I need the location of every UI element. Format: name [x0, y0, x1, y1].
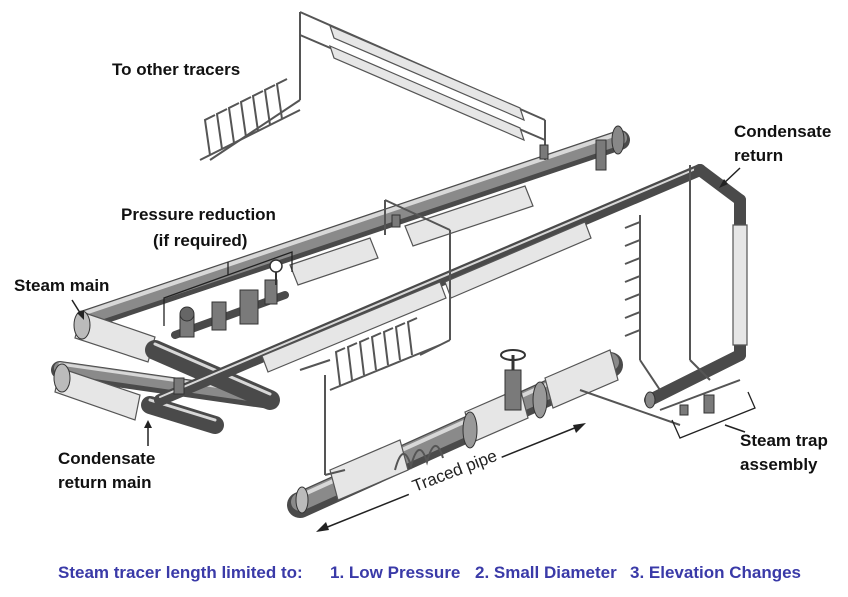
- caption-prefix: Steam tracer length limited to:: [58, 563, 303, 582]
- caption: Steam tracer length limited to: 1. Low P…: [58, 563, 801, 582]
- label-steam-trap-line2: assembly: [740, 455, 818, 474]
- label-condensate-return-main-line2: return main: [58, 473, 152, 492]
- pressure-reduction-station: [171, 259, 289, 339]
- upper-tracer-loop: [209, 11, 546, 161]
- tracer-manifold-top: [199, 78, 301, 161]
- label-steam-main: Steam main: [14, 276, 109, 295]
- steam-trap-arrow: [724, 424, 746, 433]
- label-to-other-tracers: To other tracers: [112, 60, 240, 79]
- label-pressure-reduction-line1: Pressure reduction: [121, 205, 276, 224]
- traced-pipe-label-bg: [406, 452, 510, 514]
- label-condensate-return-main-line1: Condensate: [58, 449, 155, 468]
- caption-item-1: 1. Low Pressure: [330, 563, 460, 582]
- caption-item-3: 3. Elevation Changes: [630, 563, 801, 582]
- traced-pipe-valve: [500, 349, 526, 411]
- isolation-valves: [173, 139, 607, 395]
- label-condensate-return-line1: Condensate: [734, 122, 831, 141]
- steam-main-pipe: [75, 125, 630, 330]
- label-pressure-reduction-line2: (if required): [153, 231, 247, 250]
- middle-tracer-riser: [384, 199, 451, 356]
- caption-item-2: 2. Small Diameter: [475, 563, 617, 582]
- label-condensate-return-line2: return: [734, 146, 783, 165]
- condensate-return-pipe: [154, 164, 748, 409]
- steam-trap-assembly: [659, 379, 741, 416]
- steam-main-lagging: [289, 185, 534, 286]
- tracer-manifold-right: [624, 165, 711, 391]
- pressure-reduction-bracket: [163, 251, 293, 326]
- traced-pipe: [287, 349, 681, 518]
- steam-trap-bracket: [671, 391, 756, 439]
- label-steam-trap-line1: Steam trap: [740, 431, 828, 450]
- tracer-manifold-bottom: [299, 317, 441, 475]
